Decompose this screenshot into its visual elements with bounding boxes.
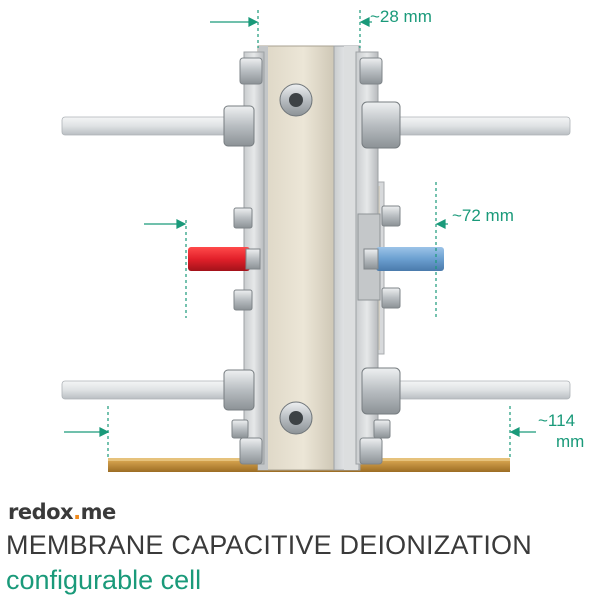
brand-dot: .: [73, 500, 81, 524]
tube-fittings: [223, 101, 401, 415]
water-tubes: [61, 116, 571, 400]
product-subtitle: configurable cell: [6, 565, 202, 595]
corner-bolts: [231, 57, 391, 465]
width-dimension-label-line1: ~114: [538, 411, 576, 430]
height-dimension-label: ~72 mm: [452, 206, 514, 225]
product-title: MEMBRANE CAPACITIVE DEIONIZATION: [6, 530, 532, 560]
brand-prefix: redox: [8, 500, 74, 524]
thickness-dimension-label: ~28 mm: [370, 7, 432, 26]
brand-logo: redox.me: [8, 500, 116, 524]
brand-suffix: me: [80, 500, 117, 524]
dimension-guides: [64, 10, 536, 460]
width-dimension-label-line2: mm: [556, 432, 585, 451]
blue-outlet-tube: [376, 247, 444, 271]
red-inlet-tube: [188, 247, 250, 271]
face-fittings: [279, 83, 313, 435]
side-bolts: [233, 205, 401, 311]
